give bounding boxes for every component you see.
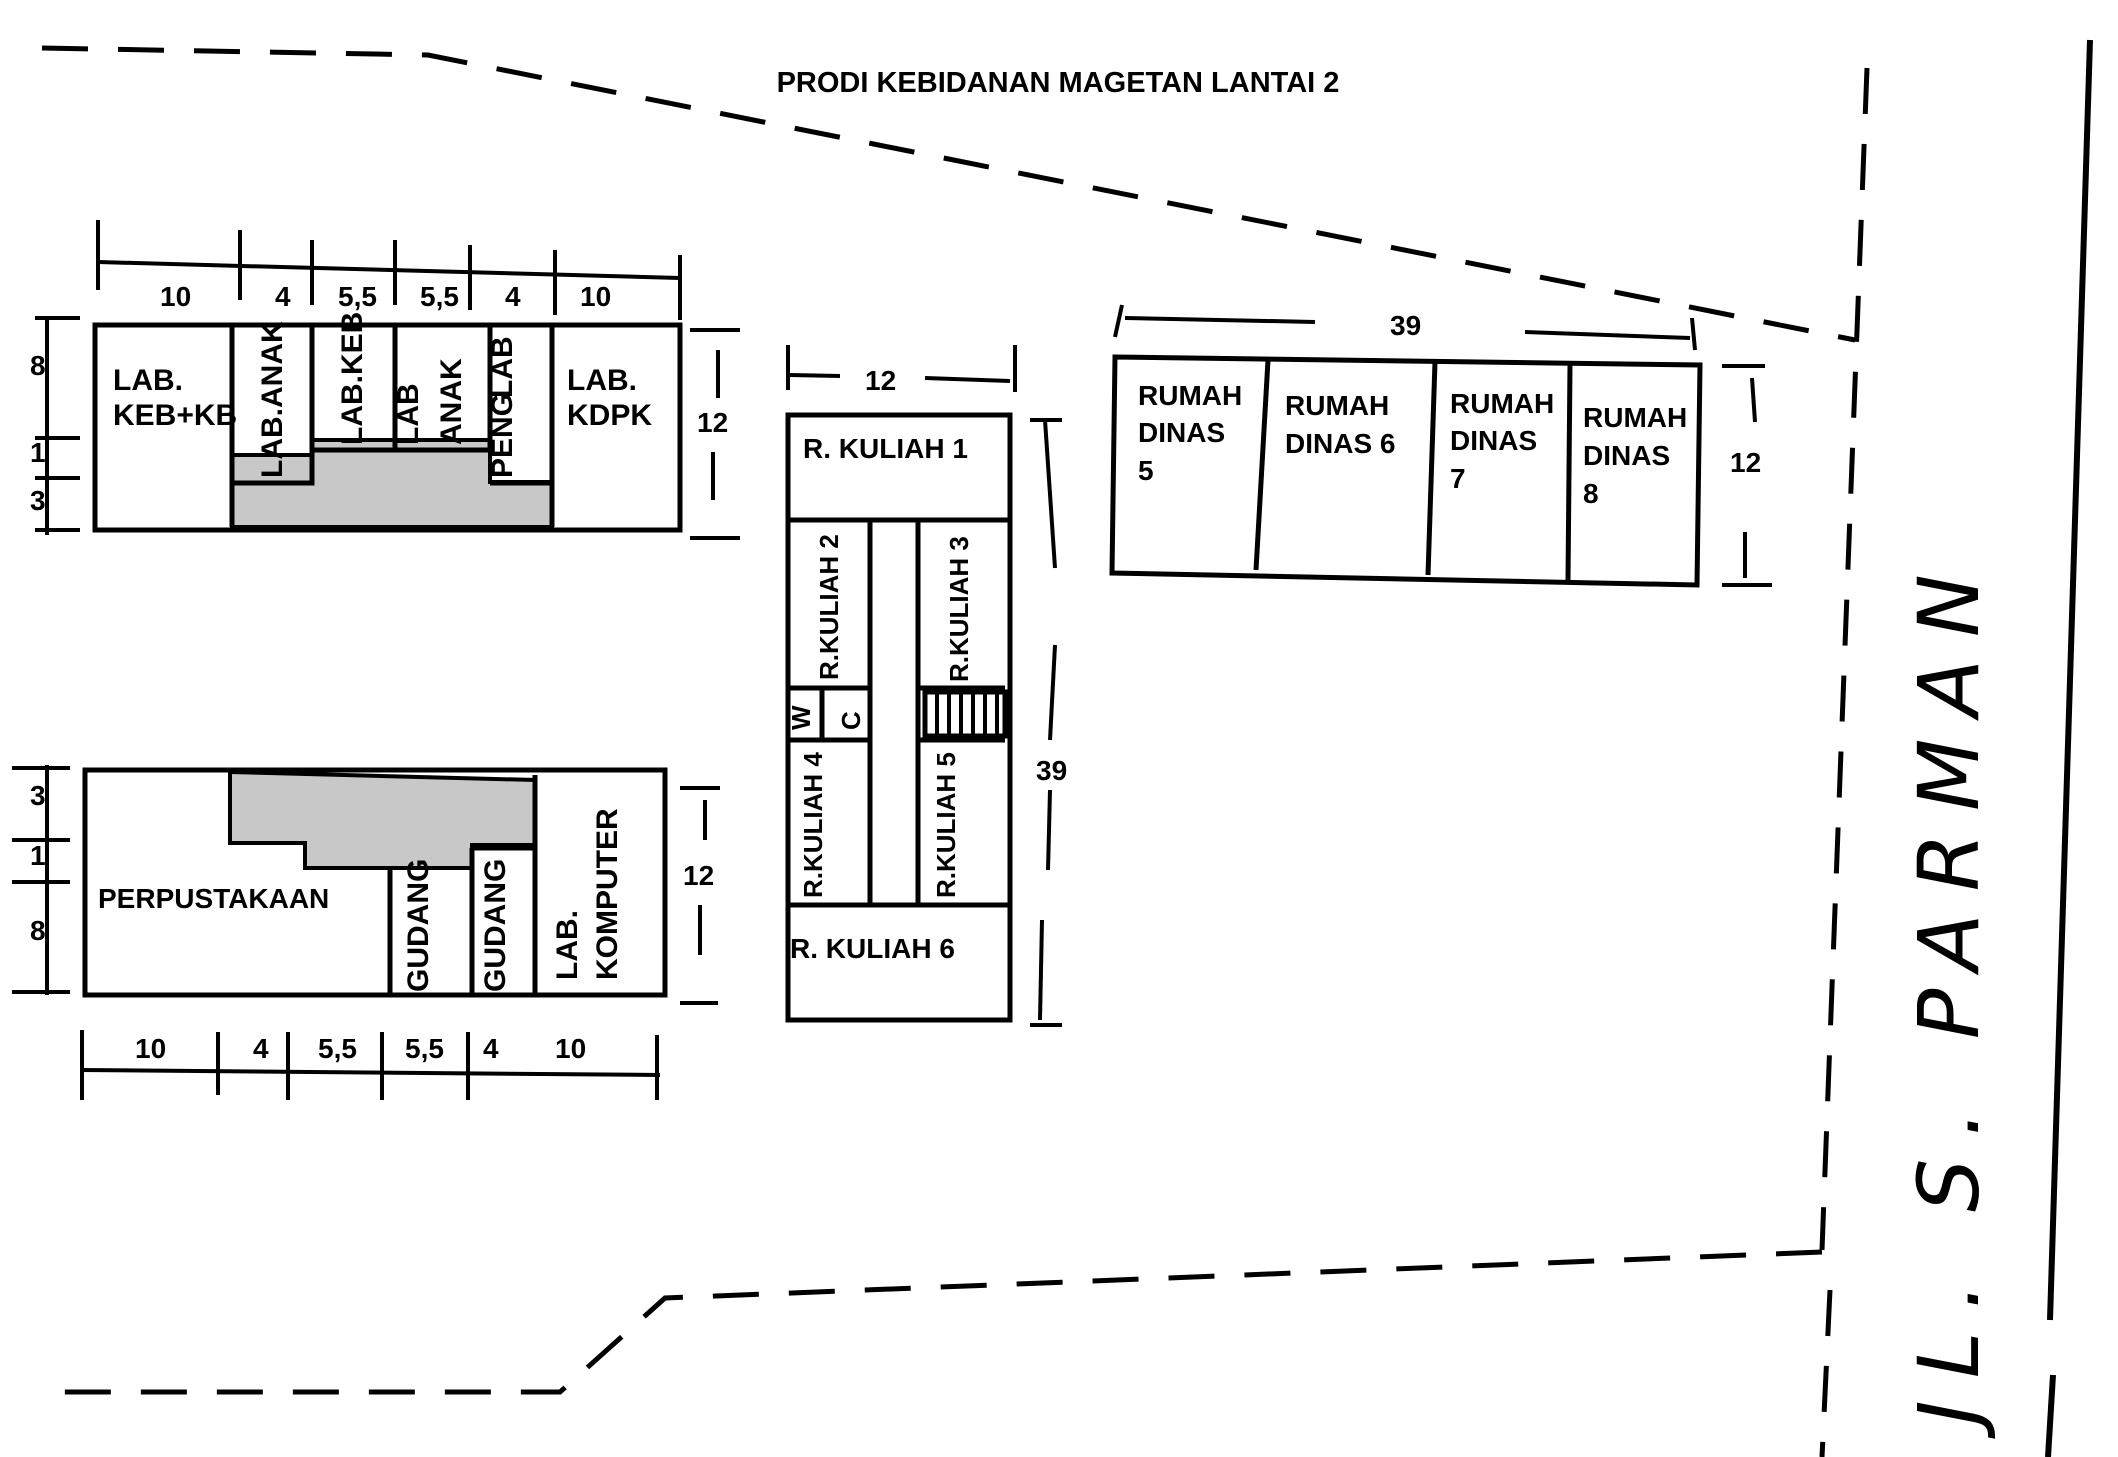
boundary-east <box>1819 67 1870 1251</box>
dim-line <box>79 1068 661 1077</box>
dim-height: 3 <box>30 780 46 811</box>
street-name: JL. S. PARMAN <box>1900 552 1998 1439</box>
right-block: RUMAH DINAS 5 RUMAH DINAS 6 RUMAH DINAS … <box>1109 304 1772 588</box>
stairs-outline <box>922 689 1008 739</box>
dim-right-length: 39 <box>1390 310 1421 341</box>
corridor-bottom <box>228 769 537 870</box>
dim-width: 4 <box>483 1033 499 1064</box>
room-perpustakaan: PERPUSTAKAAN <box>98 883 329 914</box>
boundary-south <box>60 1249 1823 1395</box>
room-wc-c: C <box>836 711 866 730</box>
site-boundary <box>41 39 2093 1457</box>
dim-line <box>1048 644 1057 741</box>
dim-line <box>1524 330 1691 340</box>
bottom-left-block: PERPUSTAKAAN GUDANG GUDANG LAB. KOMPUTER… <box>12 765 720 1100</box>
dim-tick <box>1690 317 1697 351</box>
dim-height: 8 <box>30 350 46 381</box>
wall <box>1253 359 1271 571</box>
right-block-outline <box>1109 354 1703 588</box>
stairs <box>922 689 1008 739</box>
dim-height: 3 <box>30 485 46 516</box>
room-gudang-1: GUDANG <box>402 859 435 992</box>
dim-width: 4 <box>275 281 291 312</box>
dim-width: 5,5 <box>420 281 459 312</box>
dim-width: 10 <box>555 1033 586 1064</box>
room-kuliah-3: R.KULIAH 3 <box>944 536 974 682</box>
dim-depth: 12 <box>683 860 714 891</box>
room-rumah-dinas-8: RUMAH DINAS 8 <box>1583 402 1695 509</box>
dim-line <box>97 260 681 280</box>
room-rumah-dinas-6: RUMAH DINAS 6 <box>1285 390 1397 459</box>
dim-width: 10 <box>580 281 611 312</box>
road-edge-lower <box>2045 1374 2056 1457</box>
dim-width: 10 <box>160 281 191 312</box>
dim-line <box>1038 919 1044 1021</box>
room-lab-keb-kb: LAB. KEB+KB <box>113 364 237 432</box>
boundary-north <box>41 45 1856 343</box>
room-rumah-dinas-5: RUMAH DINAS 5 <box>1138 380 1250 486</box>
dim-height: 1 <box>30 437 46 468</box>
dim-center-length: 39 <box>1036 755 1067 786</box>
top-block-outline <box>92 322 683 533</box>
wall <box>395 325 493 453</box>
top-left-block: LAB. KEB+KB LAB.ANAK LAB.KEB LAB ANAK PE… <box>30 220 740 540</box>
bottom-block-outline <box>82 767 668 998</box>
plan-title: PRODI KEBIDANAN MAGETAN LANTAI 2 <box>777 67 1340 99</box>
boundary-east-lower <box>1819 1289 1833 1457</box>
room-lab-anak: LAB.ANAK <box>256 321 289 478</box>
wall <box>232 325 315 486</box>
dim-height: 1 <box>30 840 46 871</box>
room-lab-keb: LAB.KEB <box>336 312 369 445</box>
center-block: R. KULIAH 1 R.KULIAH 2 R.KULIAH 3 W C R.… <box>785 345 1067 1027</box>
room-kuliah-4: R.KULIAH 4 <box>798 752 828 898</box>
room-kuliah-6: R. KULIAH 6 <box>790 933 955 964</box>
wall <box>1565 364 1573 581</box>
room-wc-w: W <box>786 705 816 730</box>
dim-depth: 12 <box>697 407 728 438</box>
dim-tick <box>1113 304 1124 338</box>
room-lab-kdpk: LAB. KDPK <box>567 364 652 432</box>
dim-width: 10 <box>135 1033 166 1064</box>
room-rumah-dinas-7: RUMAH DINAS 7 <box>1450 388 1562 494</box>
dim-height: 8 <box>30 915 46 946</box>
dim-right-depth: 12 <box>1730 447 1761 478</box>
dim-line <box>789 373 841 378</box>
dim-center-width: 12 <box>865 365 896 396</box>
room-kuliah-5: R.KULIAH 5 <box>931 752 961 898</box>
dim-width: 4 <box>253 1033 269 1064</box>
dim-width: 5,5 <box>405 1033 444 1064</box>
room-lab-komputer: LAB. KOMPUTER <box>551 808 624 980</box>
dim-line <box>924 376 1011 383</box>
room-kuliah-1: R. KULIAH 1 <box>803 433 968 464</box>
dim-width: 4 <box>505 281 521 312</box>
dim-line <box>1124 316 1316 324</box>
dim-width: 5,5 <box>338 281 377 312</box>
room-lab-peng: PENG LAB <box>486 336 519 478</box>
dim-width: 5,5 <box>318 1033 357 1064</box>
dim-line <box>1750 377 1757 423</box>
dim-line <box>1046 789 1052 871</box>
room-lab-anak-2: LAB ANAK <box>392 358 468 445</box>
center-block-outline <box>785 412 1013 1023</box>
room-kuliah-2: R.KULIAH 2 <box>814 534 844 680</box>
wall <box>1425 361 1438 576</box>
room-gudang-2: GUDANG <box>479 859 512 992</box>
dim-line <box>1043 419 1057 569</box>
road-edge <box>2047 39 2093 1321</box>
